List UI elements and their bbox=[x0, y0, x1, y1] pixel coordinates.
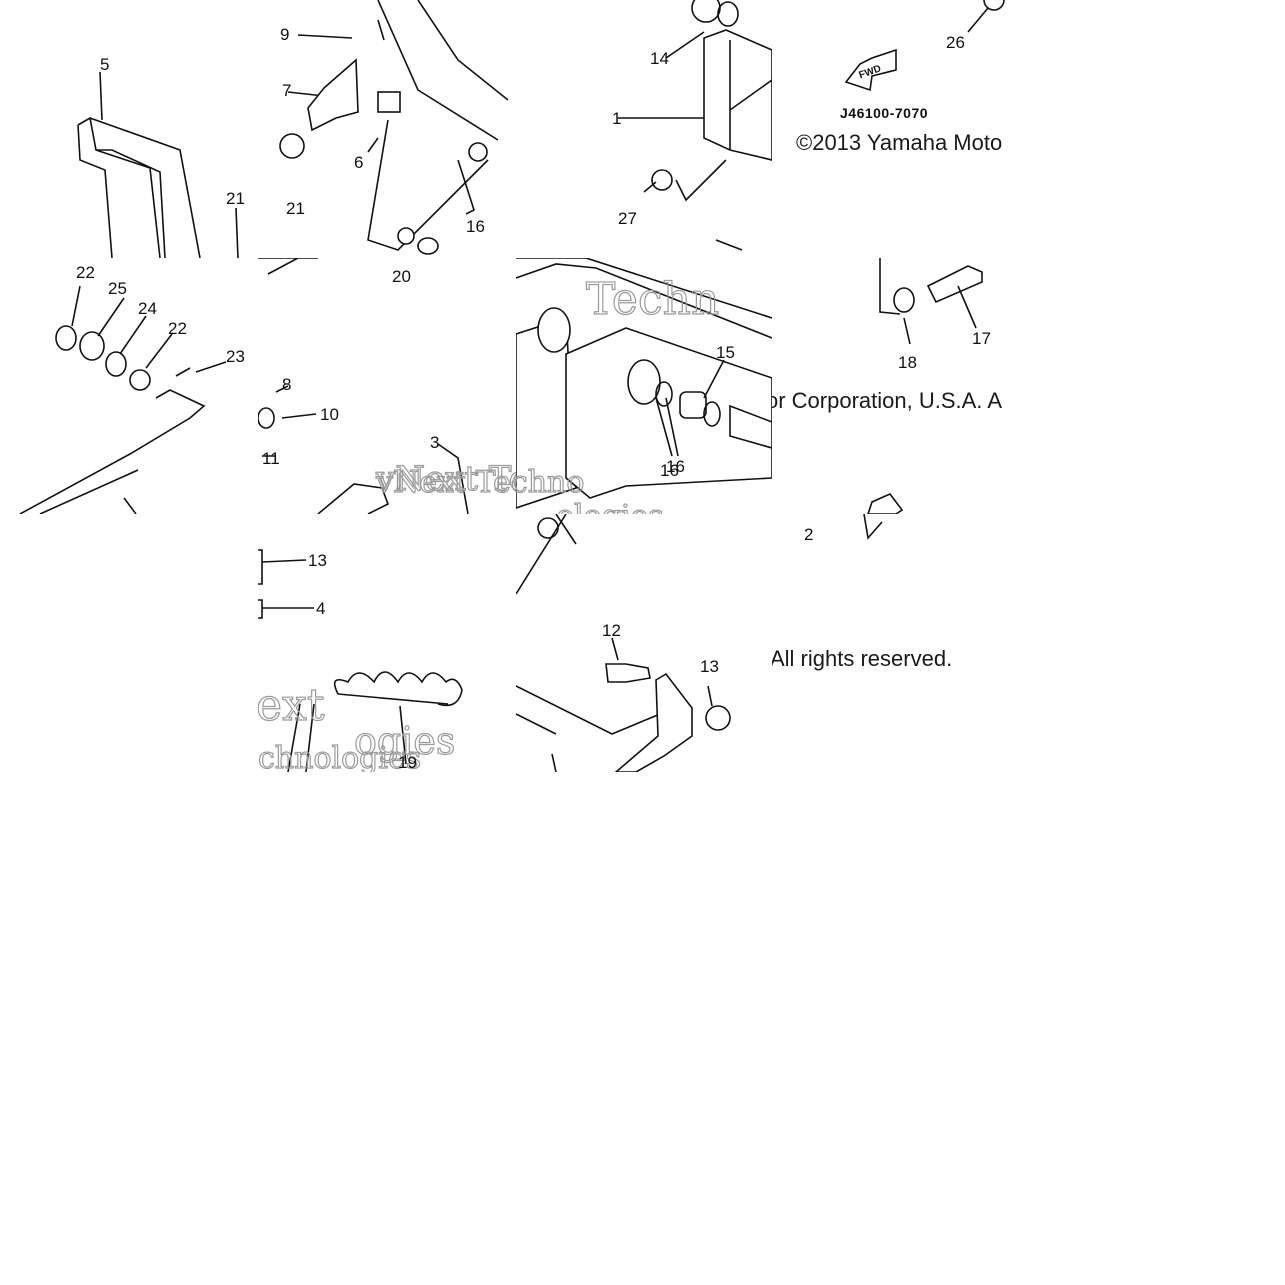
callout-21: 21 bbox=[226, 189, 245, 208]
callout-11: 11 bbox=[262, 449, 280, 468]
callout-23: 23 bbox=[226, 347, 245, 366]
callout-3: 3 bbox=[430, 433, 439, 452]
copyright-line-3: All rights reserved. bbox=[772, 646, 953, 671]
tile-center: Techn ologies 15 16 bbox=[516, 258, 772, 514]
callout-14: 13 bbox=[308, 551, 327, 570]
callout-27: 27 bbox=[618, 209, 637, 228]
callout-10: 10 bbox=[320, 405, 339, 424]
reference-code: J46100-7070 bbox=[840, 105, 928, 121]
callout-6: 6 bbox=[354, 153, 363, 172]
copyright-line-2: or Corporation, U.S.A. A bbox=[772, 388, 1002, 413]
tile-h-drawing: 18 17 bbox=[867, 258, 991, 514]
watermark-7: vNext Techno bbox=[375, 465, 584, 500]
callout-15b: 15 bbox=[716, 343, 735, 362]
callout-9: 9 bbox=[280, 25, 289, 44]
callout-7: 7 bbox=[282, 81, 291, 100]
callout-22b: 22 bbox=[168, 319, 187, 338]
tile-d-drawing: FWD J46100-7070 26 bbox=[840, 0, 1005, 121]
callout-13: 13 bbox=[700, 657, 719, 676]
tile-k-drawing: 2 bbox=[806, 514, 883, 540]
callout-2-main: 2 bbox=[804, 525, 813, 544]
tile-i-drawing: ext chnologies ogies 13 4 19 bbox=[258, 549, 463, 772]
watermark-1: vNext Tech bbox=[375, 459, 516, 499]
callout-16c: 16 bbox=[660, 461, 679, 480]
tile-b-drawing: 9 7 6 21 16 bbox=[279, 0, 509, 255]
tile-lower-center-right: 12 13 bbox=[516, 514, 772, 772]
tile-lower-right: 2 All rights reserved. bbox=[772, 514, 1028, 772]
tile-c-drawing: 14 1 27 bbox=[612, 0, 772, 251]
callout-5: 5 bbox=[100, 55, 109, 74]
watermark-5: chnologies bbox=[258, 741, 421, 772]
tile-lower-center-left: ext chnologies ogies 13 4 19 bbox=[258, 514, 516, 772]
tile-mid-right: 18 17 or Corporation, U.S.A. A bbox=[772, 258, 1028, 514]
tile-top-mid-right: 14 1 27 bbox=[516, 0, 772, 258]
watermark-3: ologies bbox=[556, 499, 664, 514]
tile-g-drawing: Techn ologies 15 16 bbox=[516, 258, 772, 514]
tile-top-right: FWD J46100-7070 26 ©2013 Yamaha Moto bbox=[772, 0, 1028, 258]
callout-20: 20 bbox=[392, 267, 411, 286]
tile-top-left: 5 21 bbox=[0, 0, 258, 258]
tile-e-drawing: 22 25 24 22 23 bbox=[19, 263, 245, 514]
callout-2: 2 bbox=[806, 514, 815, 518]
callout-16a: 16 bbox=[466, 217, 485, 236]
watermark-4: ext bbox=[258, 680, 325, 731]
callout-8: 8 bbox=[282, 375, 291, 394]
tile-a-drawing: 5 21 bbox=[77, 55, 245, 258]
tile-j-drawing: 12 13 bbox=[516, 514, 731, 772]
tile-center-left: vNext Tech 8 10 11 3 bbox=[258, 258, 516, 514]
callout-4: 4 bbox=[316, 599, 325, 618]
watermark-6: ogies bbox=[354, 719, 455, 763]
watermark-2: Techn bbox=[586, 274, 719, 325]
callout-18: 18 bbox=[898, 353, 917, 372]
callout-26: 26 bbox=[946, 33, 965, 52]
callout-16b: 16 bbox=[666, 457, 685, 476]
callout-24: 24 bbox=[138, 299, 157, 318]
callout-19: 19 bbox=[398, 753, 417, 772]
callout-15a: 14 bbox=[650, 49, 669, 68]
callout-1: 1 bbox=[612, 109, 621, 128]
callout-17: 17 bbox=[972, 329, 991, 348]
tile-f-drawing: vNext Tech 8 10 11 3 bbox=[258, 258, 516, 514]
tile-top-mid-left: 9 7 6 21 16 bbox=[258, 0, 516, 258]
copyright-line-1: ©2013 Yamaha Moto bbox=[796, 130, 1003, 155]
tile-mid-left: 22 25 24 22 23 bbox=[0, 258, 258, 514]
callout-21b: 21 bbox=[286, 199, 305, 218]
callout-25: 25 bbox=[108, 279, 127, 298]
callout-12: 12 bbox=[602, 621, 621, 640]
callout-22a: 22 bbox=[76, 263, 95, 282]
